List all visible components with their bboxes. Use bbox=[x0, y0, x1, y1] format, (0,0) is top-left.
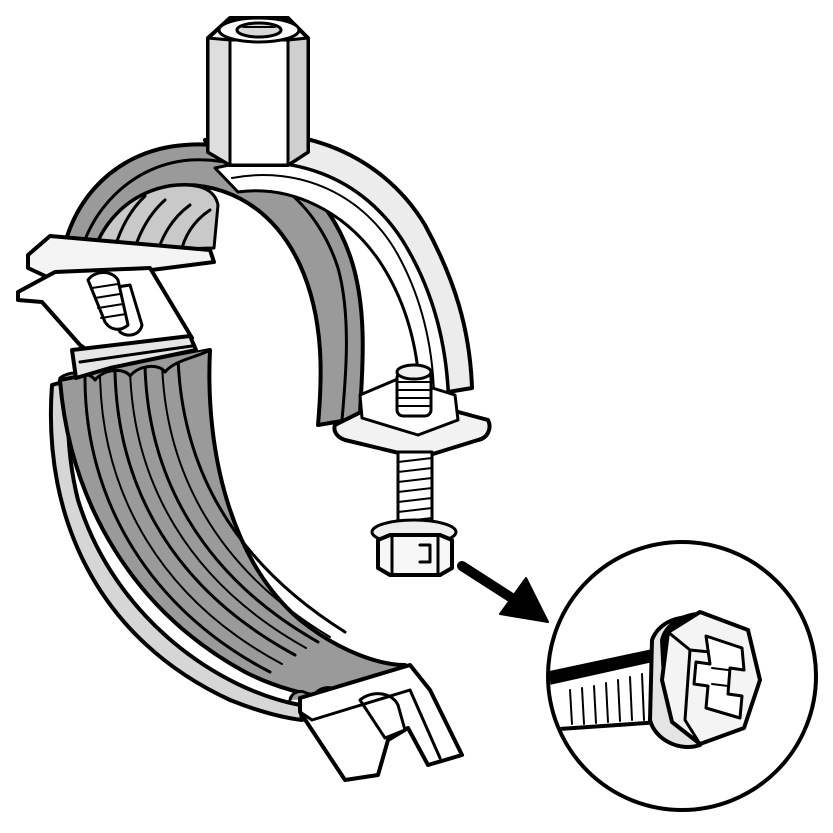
detail-screw-head bbox=[660, 610, 762, 746]
threaded-hex-coupling-nut bbox=[206, 16, 310, 167]
left-hinge-tab bbox=[16, 234, 216, 380]
magnified-detail-circle bbox=[546, 540, 818, 812]
open-latch-tab bbox=[298, 663, 464, 782]
combi-head bbox=[370, 518, 458, 577]
direction-arrow bbox=[457, 561, 549, 623]
